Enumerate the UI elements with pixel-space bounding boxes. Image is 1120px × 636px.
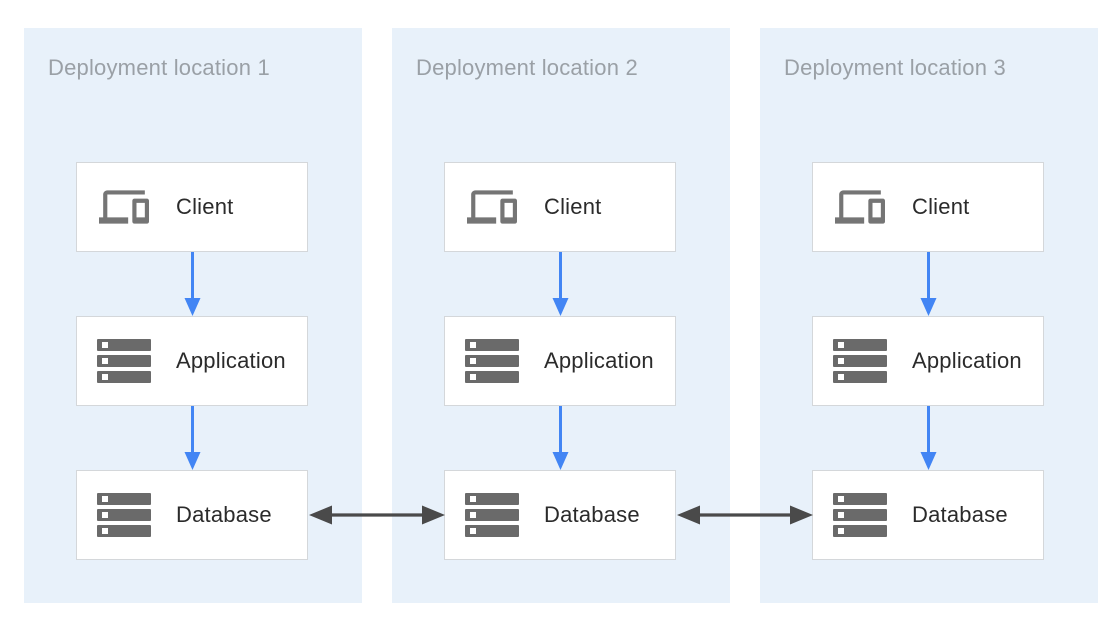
down-arrow-icon <box>920 252 937 316</box>
bidirectional-arrow-icon <box>309 505 445 525</box>
node-label: Application <box>176 348 286 373</box>
down-arrow-icon <box>184 406 201 470</box>
down-arrow-icon <box>184 252 201 316</box>
client-node: Client <box>812 162 1044 252</box>
down-arrow-icon <box>552 252 569 316</box>
server-stack-icon <box>832 493 887 537</box>
node-label: Database <box>176 502 272 527</box>
panel-title: Deployment location 2 <box>416 55 638 80</box>
node-label: Application <box>912 348 1022 373</box>
node-label: Client <box>544 194 602 219</box>
bidirectional-arrow-icon <box>677 505 813 525</box>
server-stack-icon <box>96 339 151 383</box>
database-node: Database <box>76 470 308 560</box>
node-label: Client <box>176 194 234 219</box>
down-arrow-icon <box>920 406 937 470</box>
node-label: Database <box>912 502 1008 527</box>
client-node: Client <box>444 162 676 252</box>
panel-title: Deployment location 1 <box>48 55 270 80</box>
database-node: Database <box>812 470 1044 560</box>
server-stack-icon <box>464 339 519 383</box>
client-node: Client <box>76 162 308 252</box>
server-stack-icon <box>832 339 887 383</box>
devices-icon <box>832 182 887 232</box>
server-stack-icon <box>464 493 519 537</box>
down-arrow-icon <box>552 406 569 470</box>
node-label: Database <box>544 502 640 527</box>
database-node: Database <box>444 470 676 560</box>
node-label: Application <box>544 348 654 373</box>
deployment-location-2-panel: Deployment location 2 Client Application <box>392 28 730 603</box>
panel-title: Deployment location 3 <box>784 55 1006 80</box>
devices-icon <box>96 182 151 232</box>
deployment-location-1-panel: Deployment location 1 Client Application <box>24 28 362 603</box>
application-node: Application <box>812 316 1044 406</box>
application-node: Application <box>444 316 676 406</box>
application-node: Application <box>76 316 308 406</box>
devices-icon <box>464 182 519 232</box>
node-label: Client <box>912 194 970 219</box>
deployment-location-3-panel: Deployment location 3 Client Application <box>760 28 1098 603</box>
server-stack-icon <box>96 493 151 537</box>
